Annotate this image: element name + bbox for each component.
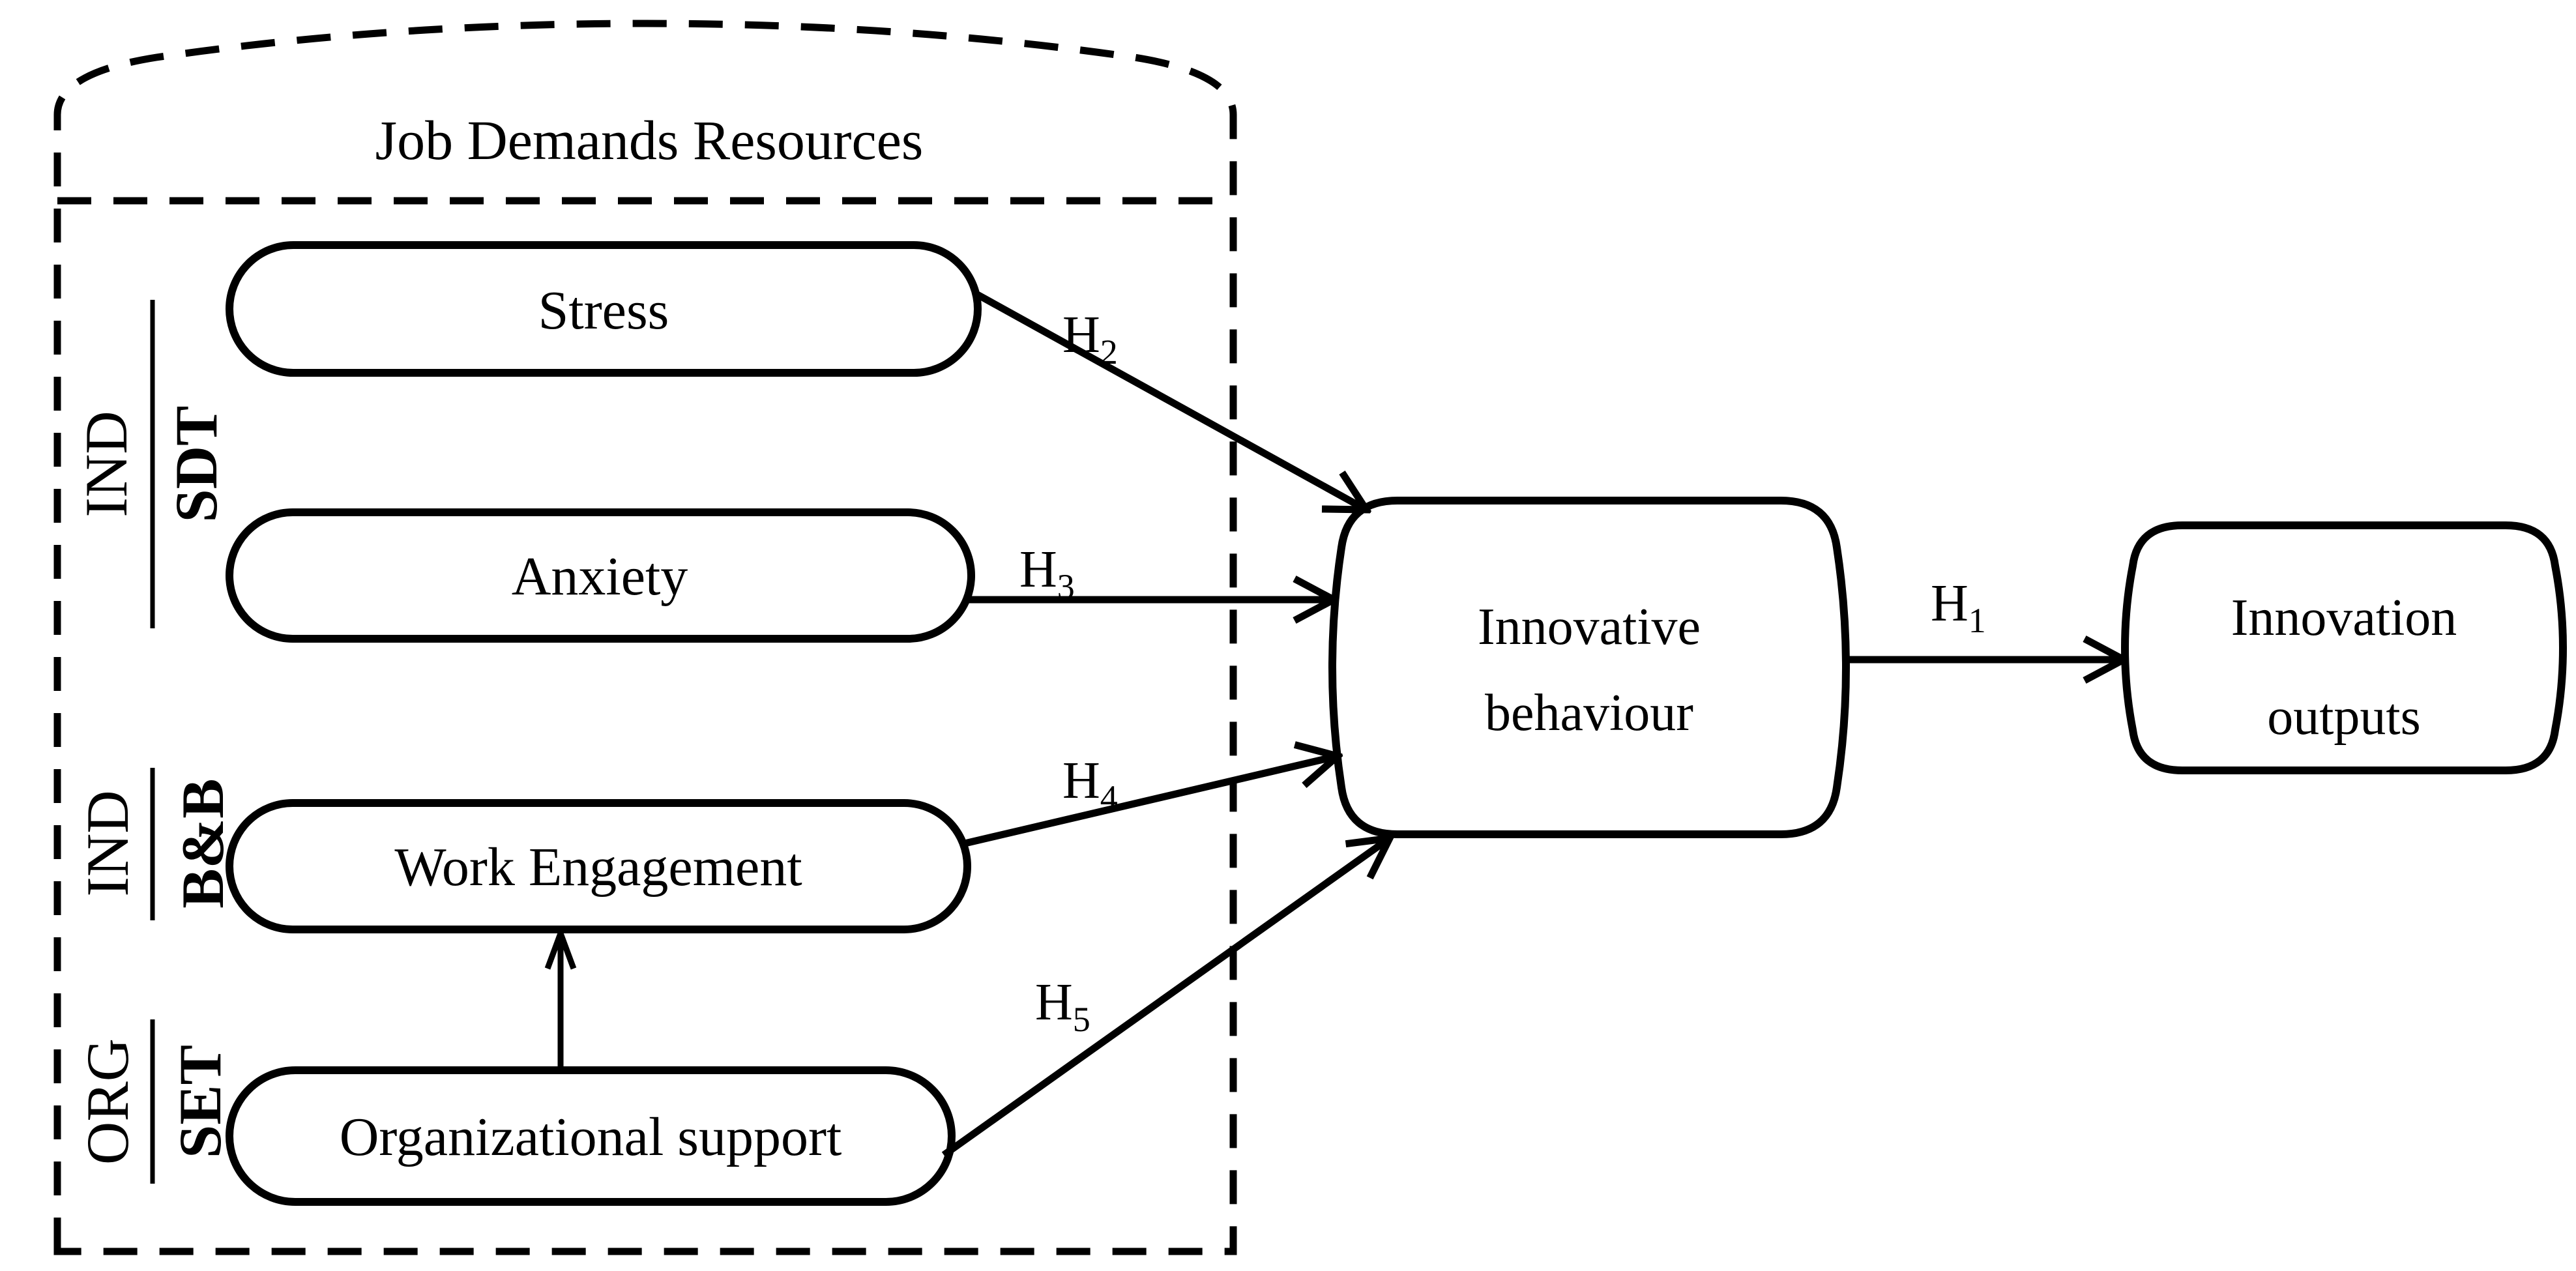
h1-label: H1 <box>1931 575 1986 640</box>
h3-label: H3 <box>1019 541 1075 606</box>
innovation-outputs-node <box>2120 521 2568 774</box>
ind-bb-theory-label: B&B <box>169 778 236 908</box>
organizational-support-node <box>226 1066 956 1206</box>
h4-label-sub: 4 <box>1100 778 1118 817</box>
h3-label-base: H <box>1019 541 1057 598</box>
org-set-theory-label: SET <box>167 1045 233 1158</box>
h4-label: H4 <box>1062 752 1118 817</box>
jdr-dashed-container <box>53 20 1237 1255</box>
organizational-support-node-label: Organizational support <box>340 1107 842 1167</box>
h2-label: H2 <box>1062 306 1118 372</box>
innovative-behaviour-node <box>1328 497 1851 838</box>
anxiety-node <box>226 508 975 643</box>
ind-bb-category-label: IND <box>74 790 141 897</box>
h5-label-base: H <box>1035 974 1073 1031</box>
work-engagement-node-label: Work Engagement <box>394 837 802 898</box>
h2-label-sub: 2 <box>1100 332 1118 372</box>
innovation-outputs-label-line1: Innovation <box>2231 589 2457 647</box>
h4-arrow <box>963 756 1338 847</box>
org-set-category-label: ORG <box>74 1038 141 1165</box>
h3-label-sub: 3 <box>1057 567 1075 606</box>
anxiety-node-label: Anxiety <box>512 546 688 607</box>
h5-arrow <box>941 838 1390 1158</box>
innovation-outputs-label-line2: outputs <box>2267 688 2421 746</box>
h5-label-sub: 5 <box>1073 1000 1090 1039</box>
h1-label-base: H <box>1931 575 1969 632</box>
h1-label-sub: 1 <box>1969 601 1986 640</box>
innovative-behaviour-label-line2: behaviour <box>1485 684 1693 742</box>
innovative-behaviour-label-line1: Innovative <box>1478 598 1701 656</box>
ind-sdt-theory-label: SDT <box>163 406 229 523</box>
jdr-title: Job Demands Resources <box>375 109 924 171</box>
ind-sdt-category-label: IND <box>73 411 139 518</box>
stress-node <box>226 241 982 377</box>
h2-label-base: H <box>1062 306 1100 364</box>
h2-arrow <box>973 290 1366 510</box>
stress-node-label: Stress <box>538 280 669 341</box>
h5-label: H5 <box>1035 974 1090 1039</box>
work-engagement-node <box>226 799 971 933</box>
h4-label-base: H <box>1062 752 1100 810</box>
